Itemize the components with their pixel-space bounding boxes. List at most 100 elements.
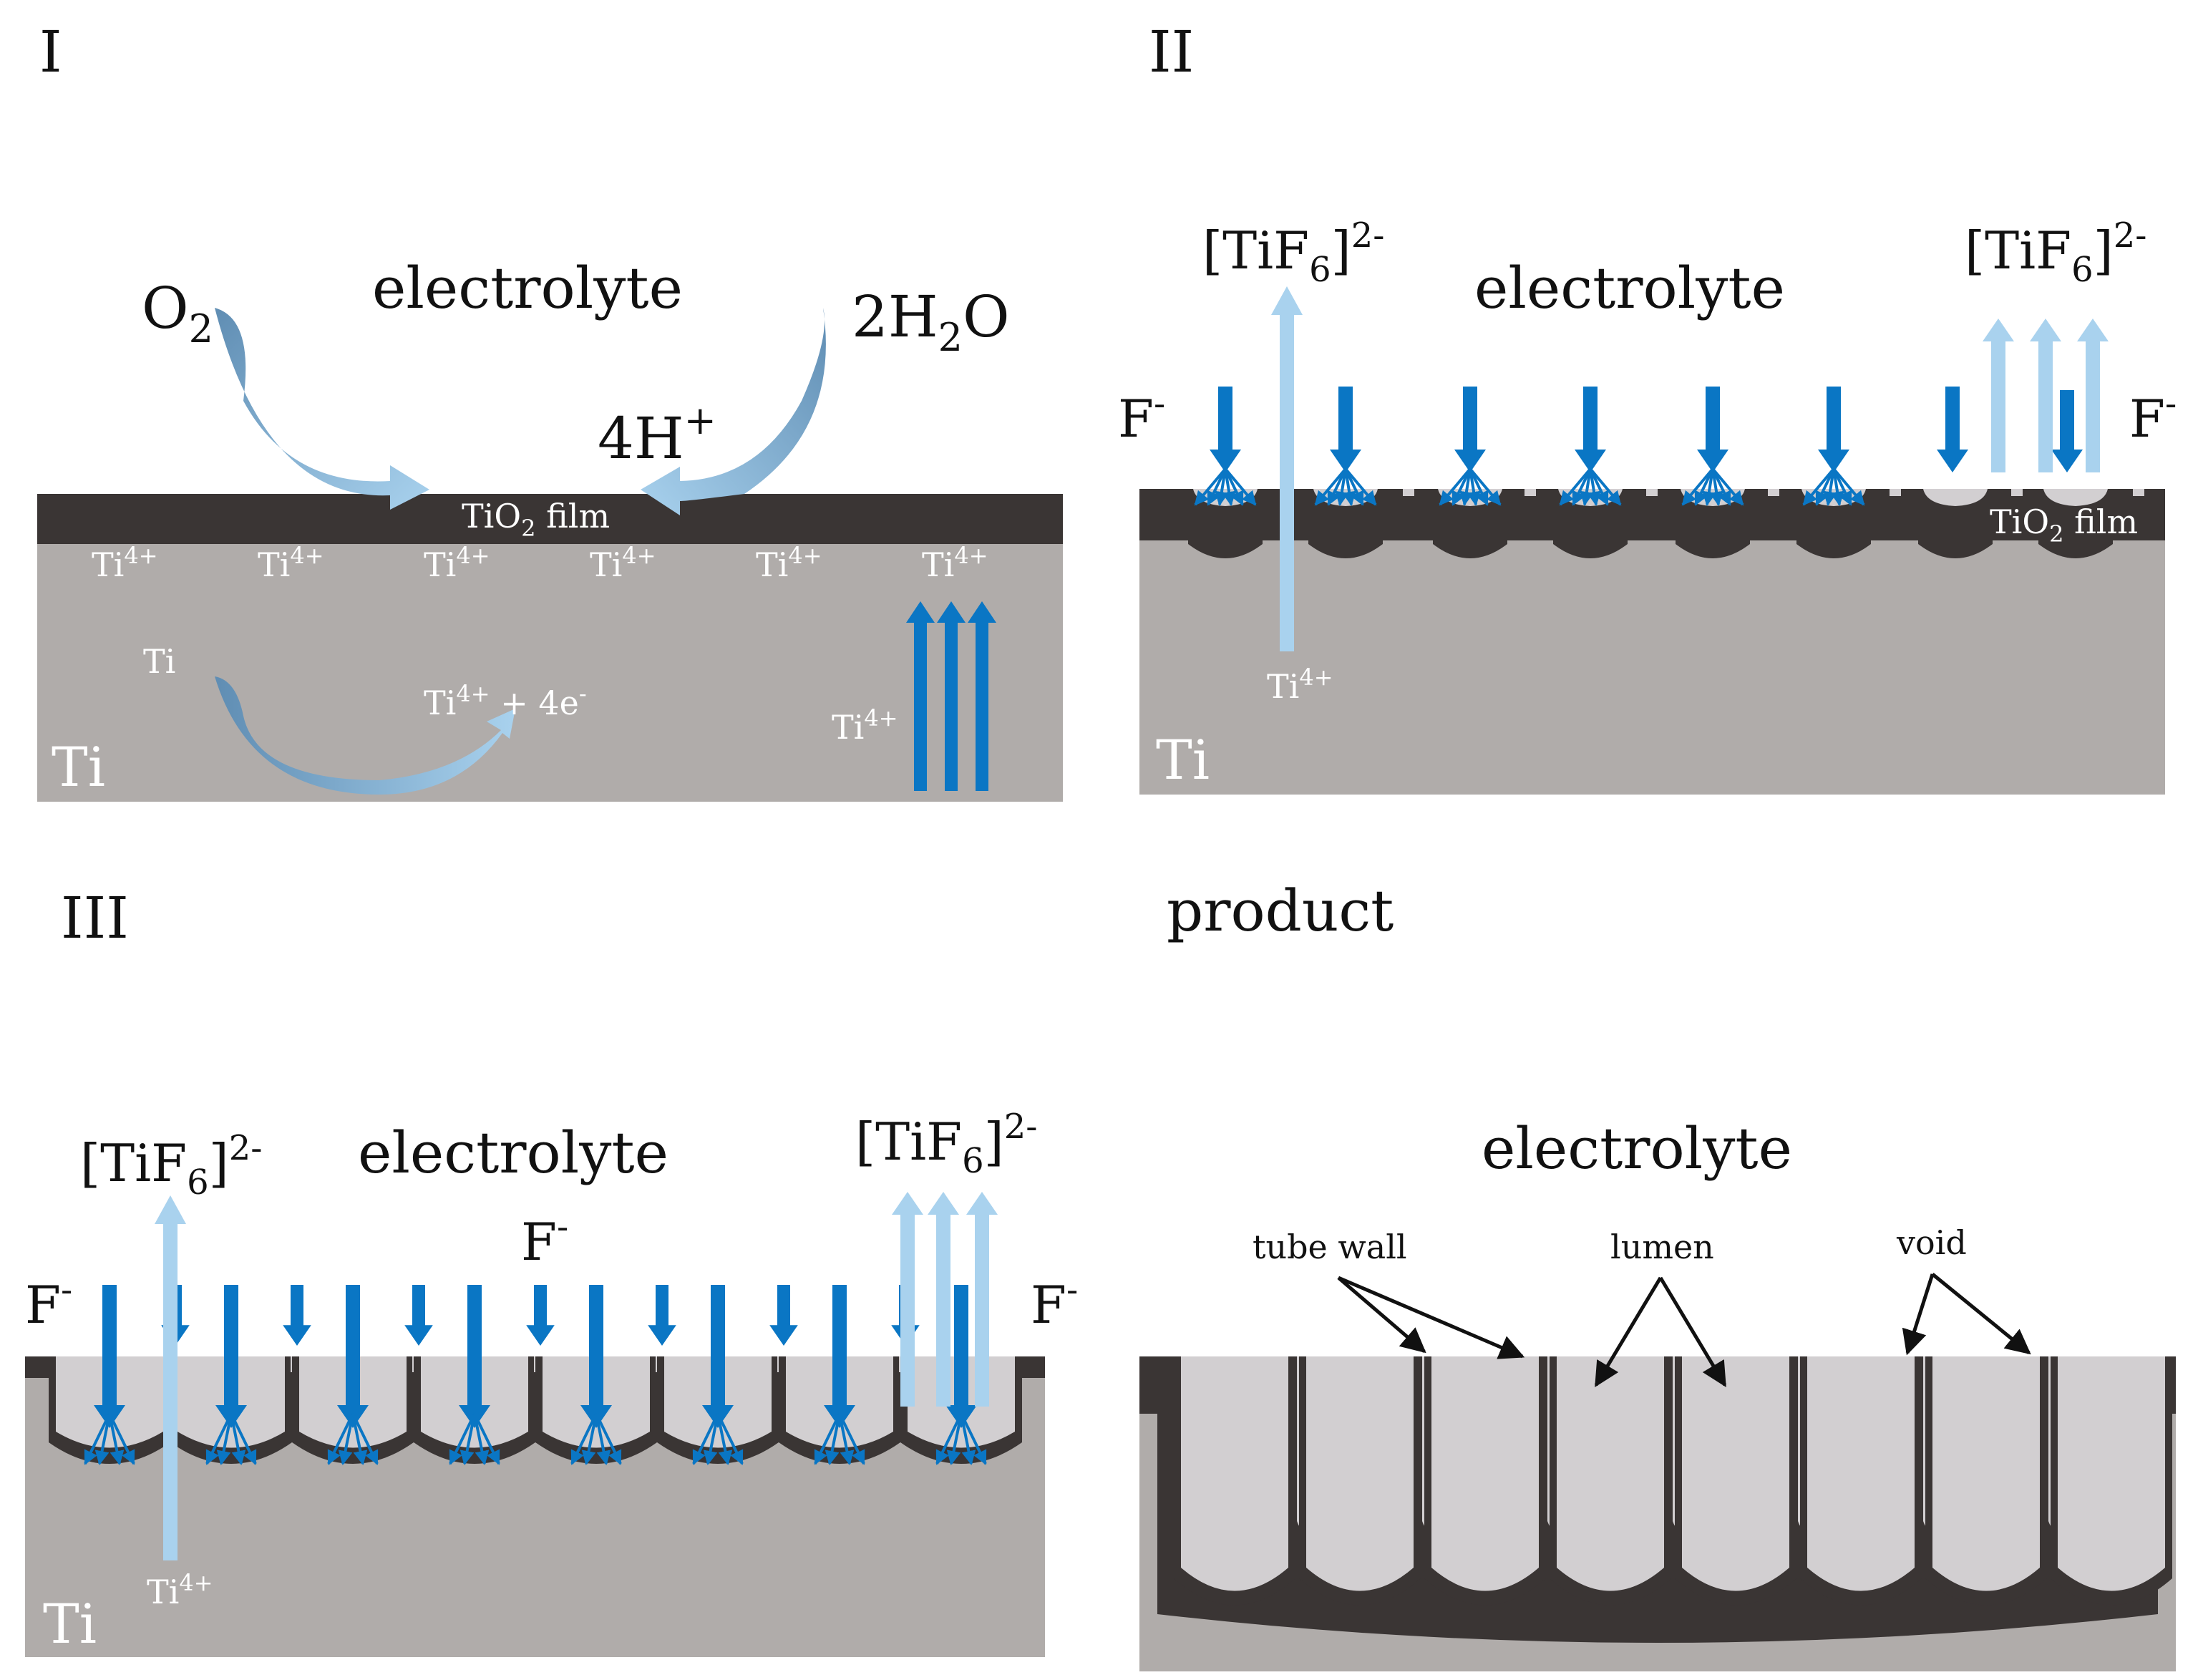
- fluoride-spray: [1344, 467, 1377, 506]
- panel-III-label: III: [61, 885, 129, 951]
- fluoride-spray: [338, 1413, 354, 1465]
- fluoride-arrow-short: [526, 1285, 555, 1346]
- fluoride-spray: [703, 1413, 719, 1465]
- callout-lumen: lumen: [1610, 1228, 1714, 1266]
- panel-III-tif6-left: [TiF6]2-: [80, 1128, 263, 1203]
- tube-lumen: [1557, 1356, 1664, 1591]
- panel-III-ti4-outflux-arrow: [155, 1195, 186, 1560]
- fluoride-arrow-short: [648, 1285, 676, 1346]
- fluoride-spray: [1681, 467, 1714, 506]
- ti4-ion-label: Ti4+: [424, 542, 490, 584]
- fluoride-spray: [838, 1413, 855, 1465]
- fluoride-spray: [1589, 467, 1622, 506]
- fluoride-spray: [351, 1413, 379, 1465]
- tif6-outflux-arrow: [2030, 319, 2061, 472]
- panel-II-tif6-right: [TiF6]2-: [1965, 215, 2147, 290]
- panel-product-electrolyte: electrolyte: [1482, 1115, 1792, 1182]
- panel-II-f-right: F-: [2129, 384, 2177, 449]
- fluoride-spray: [1451, 468, 1472, 506]
- film-gap: [2133, 489, 2144, 496]
- oxide-pit-bottom: [1308, 538, 1383, 558]
- panel-III-ti4-label: Ti4+: [147, 1569, 213, 1611]
- tube-lumen: [2058, 1356, 2165, 1591]
- fluoride-spray: [960, 1413, 987, 1465]
- fluoride-arrow: [1330, 387, 1361, 472]
- fluoride-spray: [1830, 468, 1845, 506]
- panel-I-reaction: Ti4+ + 4e-: [424, 680, 587, 722]
- fluoride-spray: [1579, 468, 1594, 506]
- fluoride-spray: [1467, 468, 1482, 506]
- callout-tube-wall: tube wall: [1253, 1228, 1407, 1266]
- tif6-outflux-arrow: [1983, 319, 2014, 472]
- tube-lumen: [1181, 1356, 1288, 1591]
- panel-product: product electrolyte tube wall lumen void: [1139, 878, 2176, 1671]
- fluoride-spray: [1214, 468, 1229, 506]
- fluoride-spray: [94, 1413, 111, 1465]
- panel-I-electrolyte: electrolyte: [372, 255, 683, 321]
- fluoride-spray: [230, 1413, 246, 1465]
- film-gap: [1646, 489, 1658, 496]
- fluoride-arrow: [337, 1285, 369, 1428]
- fluoride-spray: [473, 1413, 490, 1465]
- panel-I-ti4-outward: Ti4+: [832, 704, 898, 747]
- fluoride-spray: [595, 1413, 611, 1465]
- panel-I-o2-curved-arrow: [215, 308, 429, 510]
- fluoride-arrow: [1697, 387, 1728, 472]
- fluoride-spray: [825, 1413, 841, 1465]
- fluoride-spray: [1589, 468, 1609, 506]
- panel-II-electrolyte: electrolyte: [1474, 255, 1785, 321]
- tube-lumen: [1932, 1356, 2040, 1591]
- panel-I-label: I: [39, 19, 62, 85]
- film-gap: [2011, 489, 2023, 496]
- panel-II-tio2-film: [1139, 489, 2165, 540]
- panel-III-tif6-right: [TiF6]2-: [855, 1107, 1038, 1181]
- fluoride-spray: [1711, 467, 1744, 506]
- fluoride-spray: [1815, 468, 1835, 506]
- fluoride-arrow: [580, 1285, 612, 1428]
- panel-III-electrolyte: electrolyte: [358, 1120, 668, 1186]
- fluoride-spray: [473, 1413, 500, 1465]
- panel-II: II electrolyte [TiF6]2- [TiF6]2- F- F- T…: [1118, 19, 2177, 795]
- fluoride-spray: [1194, 467, 1227, 506]
- panel-III-f-left: F-: [25, 1270, 72, 1335]
- panel-I-ti4-arrows: [906, 601, 996, 791]
- fluoride-spray: [205, 1413, 233, 1465]
- fluoride-arrow: [945, 1285, 977, 1428]
- fluoride-arrow: [1210, 387, 1241, 472]
- ti4-ion-label: Ti4+: [922, 542, 988, 584]
- fluoride-spray: [108, 1413, 135, 1465]
- fluoride-arrow: [94, 1285, 125, 1428]
- fluoride-arrow: [702, 1285, 734, 1428]
- panel-II-film-label: TiO2 film: [1990, 502, 2138, 548]
- panel-II-label: II: [1149, 19, 1194, 85]
- panel-I-film-label: TiO2 film: [462, 497, 610, 542]
- panel-I-metal-label: Ti: [52, 735, 105, 799]
- panel-II-f-left: F-: [1118, 384, 1165, 449]
- fluoride-spray: [595, 1413, 622, 1465]
- callout-void: void: [1896, 1223, 1967, 1262]
- panel-I-titanium: [37, 544, 1063, 802]
- fluoride-arrow: [1575, 387, 1606, 472]
- fluoride-spray: [1711, 468, 1731, 506]
- fluoride-spray: [1587, 468, 1602, 506]
- fluoride-spray: [1327, 468, 1347, 506]
- fluoride-spray: [1559, 467, 1592, 506]
- oxide-pit-bottom: [1433, 538, 1507, 558]
- fluoride-arrow-short: [769, 1285, 798, 1346]
- panel-II-ti4-outflux-arrow: [1271, 286, 1303, 651]
- film-gap: [1525, 489, 1536, 496]
- fluoride-spray: [216, 1413, 233, 1465]
- fluoride-spray: [1344, 468, 1364, 506]
- panel-II-metal-label: Ti: [1156, 728, 1210, 792]
- fluoride-spray: [1832, 467, 1865, 506]
- film-pit: [2043, 489, 2108, 506]
- film-gap: [1890, 489, 1901, 496]
- callout-leader-lines: [1337, 1273, 2031, 1388]
- fluoride-spray: [716, 1413, 744, 1465]
- panel-III: III electrolyte [TiF6]2- [TiF6]2- F- F- …: [25, 885, 1078, 1657]
- fluoride-spray: [1694, 468, 1714, 506]
- panel-III-metal-label: Ti: [43, 1592, 97, 1656]
- panel-I-ti: Ti: [143, 642, 175, 681]
- fluoride-spray: [692, 1413, 719, 1465]
- fluoride-spray: [716, 1413, 733, 1465]
